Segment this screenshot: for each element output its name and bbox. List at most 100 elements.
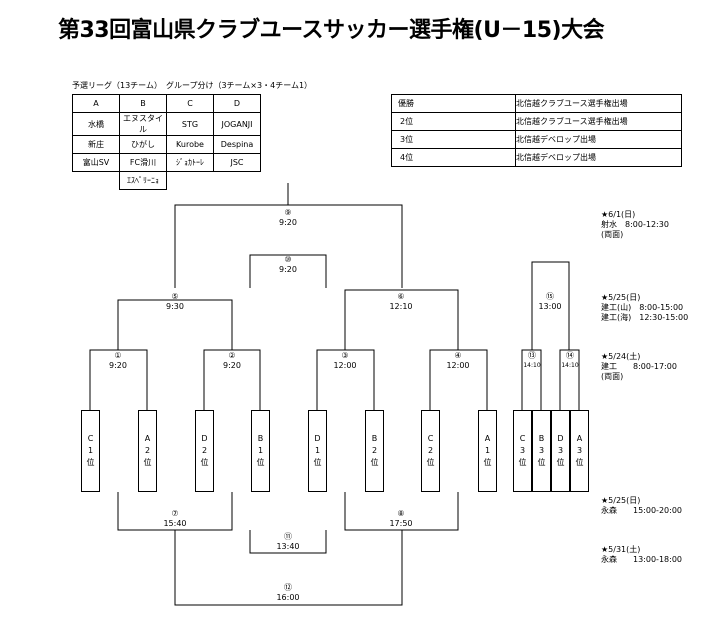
team-rank: 3 [519, 446, 526, 455]
team-group: D [314, 434, 321, 443]
team-suffix: 位 [426, 458, 435, 467]
schedule-note: ★5/24(土) 建工 8:00-17:00 (両面) [601, 352, 677, 382]
dest-cell: 北信越デベロップ出場 [515, 148, 682, 167]
match-number: ⑨ [284, 208, 292, 217]
match-time: 13:00 [538, 302, 562, 311]
team-group: C [87, 434, 94, 443]
team-suffix: 位 [313, 458, 322, 467]
prelim-caption: 予選リーグ（13チーム） グループ分け（3チーム×3・4チーム1） [72, 81, 313, 90]
match-time: 13:40 [276, 542, 300, 551]
page-title: 第33回富山県クラブユースサッカー選手権(U－15)大会 [58, 18, 605, 43]
match-time: 9:20 [279, 265, 297, 274]
team-suffix: 位 [537, 458, 546, 467]
team-box: A 1 位 [478, 410, 497, 492]
schedule-line: 建工 8:00-17:00 [601, 362, 677, 371]
match-number: ③ [341, 351, 349, 360]
schedule-date: ★5/24(土) [601, 352, 641, 361]
match-time: 16:00 [276, 593, 300, 602]
schedule-date: ★5/25(日) [601, 293, 641, 302]
match-number: ⑥ [397, 292, 405, 301]
match-3-label: ③ 12:00 [325, 351, 365, 371]
match-number: ④ [454, 351, 462, 360]
schedule-note: ★5/25(日) 永森 15:00-20:00 [601, 496, 682, 516]
match-9-label: ⑨ 9:20 [268, 208, 308, 228]
match-5-label: ⑤ 9:30 [155, 292, 195, 312]
team-rank: 1 [257, 446, 264, 455]
match-12-label: ⑫ 16:00 [268, 583, 308, 603]
team-group: D [201, 434, 208, 443]
team-group: B [538, 434, 545, 443]
rank-cell: 4位 [391, 148, 516, 167]
team-suffix: 位 [556, 458, 565, 467]
team-box: D 2 位 [195, 410, 214, 492]
match-time: 9:20 [109, 361, 127, 370]
schedule-note: ★6/1(日) 射水 8:00-12:30 (両面) [601, 210, 669, 240]
team-rank: 1 [484, 446, 491, 455]
team-suffix: 位 [200, 458, 209, 467]
team-group: A [576, 434, 583, 443]
team-rank: 2 [427, 446, 434, 455]
team-group: C [427, 434, 434, 443]
schedule-line: (両面) [601, 372, 624, 381]
schedule-note: ★5/31(土) 永森 13:00-18:00 [601, 545, 682, 565]
team-suffix: 位 [256, 458, 265, 467]
team-suffix: 位 [575, 458, 584, 467]
schedule-date: ★6/1(日) [601, 210, 636, 219]
team-rank: 1 [314, 446, 321, 455]
team-group: A [144, 434, 151, 443]
team-rank: 2 [201, 446, 208, 455]
schedule-line: 永森 15:00-20:00 [601, 506, 682, 515]
results-table: 優勝 北信越クラブユース選手権出場 2位 北信越クラブユース選手権出場 3位 北… [391, 94, 682, 167]
team-group: A [484, 434, 491, 443]
schedule-line: 永森 13:00-18:00 [601, 555, 682, 564]
schedule-note: ★5/25(日) 建工(山) 8:00-15:00 建工(海) 12:30-15… [601, 293, 688, 323]
team-box: D 3 位 [551, 410, 570, 492]
match-time: 12:00 [333, 361, 357, 370]
schedule-line: 建工(海) 12:30-15:00 [601, 313, 689, 322]
match-number: ⑮ [546, 292, 554, 301]
match-time: 15:40 [163, 519, 187, 528]
team-box: A 2 位 [138, 410, 157, 492]
schedule-date: ★5/31(土) [601, 545, 641, 554]
schedule-date: ★5/25(日) [601, 496, 641, 505]
team-suffix: 位 [518, 458, 527, 467]
team-suffix: 位 [370, 458, 379, 467]
match-time: 17:50 [389, 519, 413, 528]
team-rank: 3 [538, 446, 545, 455]
team-suffix: 位 [483, 458, 492, 467]
team-group: B [257, 434, 264, 443]
team-rank: 2 [371, 446, 378, 455]
match-2-label: ② 9:20 [212, 351, 252, 371]
match-number: ⑪ [284, 532, 292, 541]
match-time: 9:20 [279, 218, 297, 227]
schedule-line: (両面) [601, 230, 624, 239]
match-14-label: ⑭ 14:10 [559, 351, 581, 371]
team-box: A 3 位 [570, 410, 589, 492]
group-cell: STG [166, 112, 214, 136]
team-group: B [371, 434, 378, 443]
match-number: ⑦ [171, 509, 179, 518]
team-suffix: 位 [143, 458, 152, 467]
schedule-line: 建工(山) 8:00-15:00 [601, 303, 684, 312]
match-4-label: ④ 12:00 [438, 351, 478, 371]
group-cell: JSC [213, 153, 261, 172]
team-rank: 2 [144, 446, 151, 455]
team-rank: 3 [557, 446, 564, 455]
schedule-line: 射水 8:00-12:30 [601, 220, 669, 229]
match-time: 9:20 [223, 361, 241, 370]
match-15-label: ⑮ 13:00 [530, 292, 570, 312]
match-7-label: ⑦ 15:40 [155, 509, 195, 529]
match-time: 14:10 [523, 362, 541, 369]
match-number: ⑩ [284, 255, 292, 264]
match-6-label: ⑥ 12:10 [381, 292, 421, 312]
team-group: D [557, 434, 564, 443]
match-number: ⑧ [397, 509, 405, 518]
team-box: D 1 位 [308, 410, 327, 492]
match-number: ⑭ [566, 351, 574, 360]
team-rank: 1 [87, 446, 94, 455]
match-number: ⑤ [171, 292, 179, 301]
match-8-label: ⑧ 17:50 [381, 509, 421, 529]
team-rank: 3 [576, 446, 583, 455]
team-box: C 2 位 [421, 410, 440, 492]
